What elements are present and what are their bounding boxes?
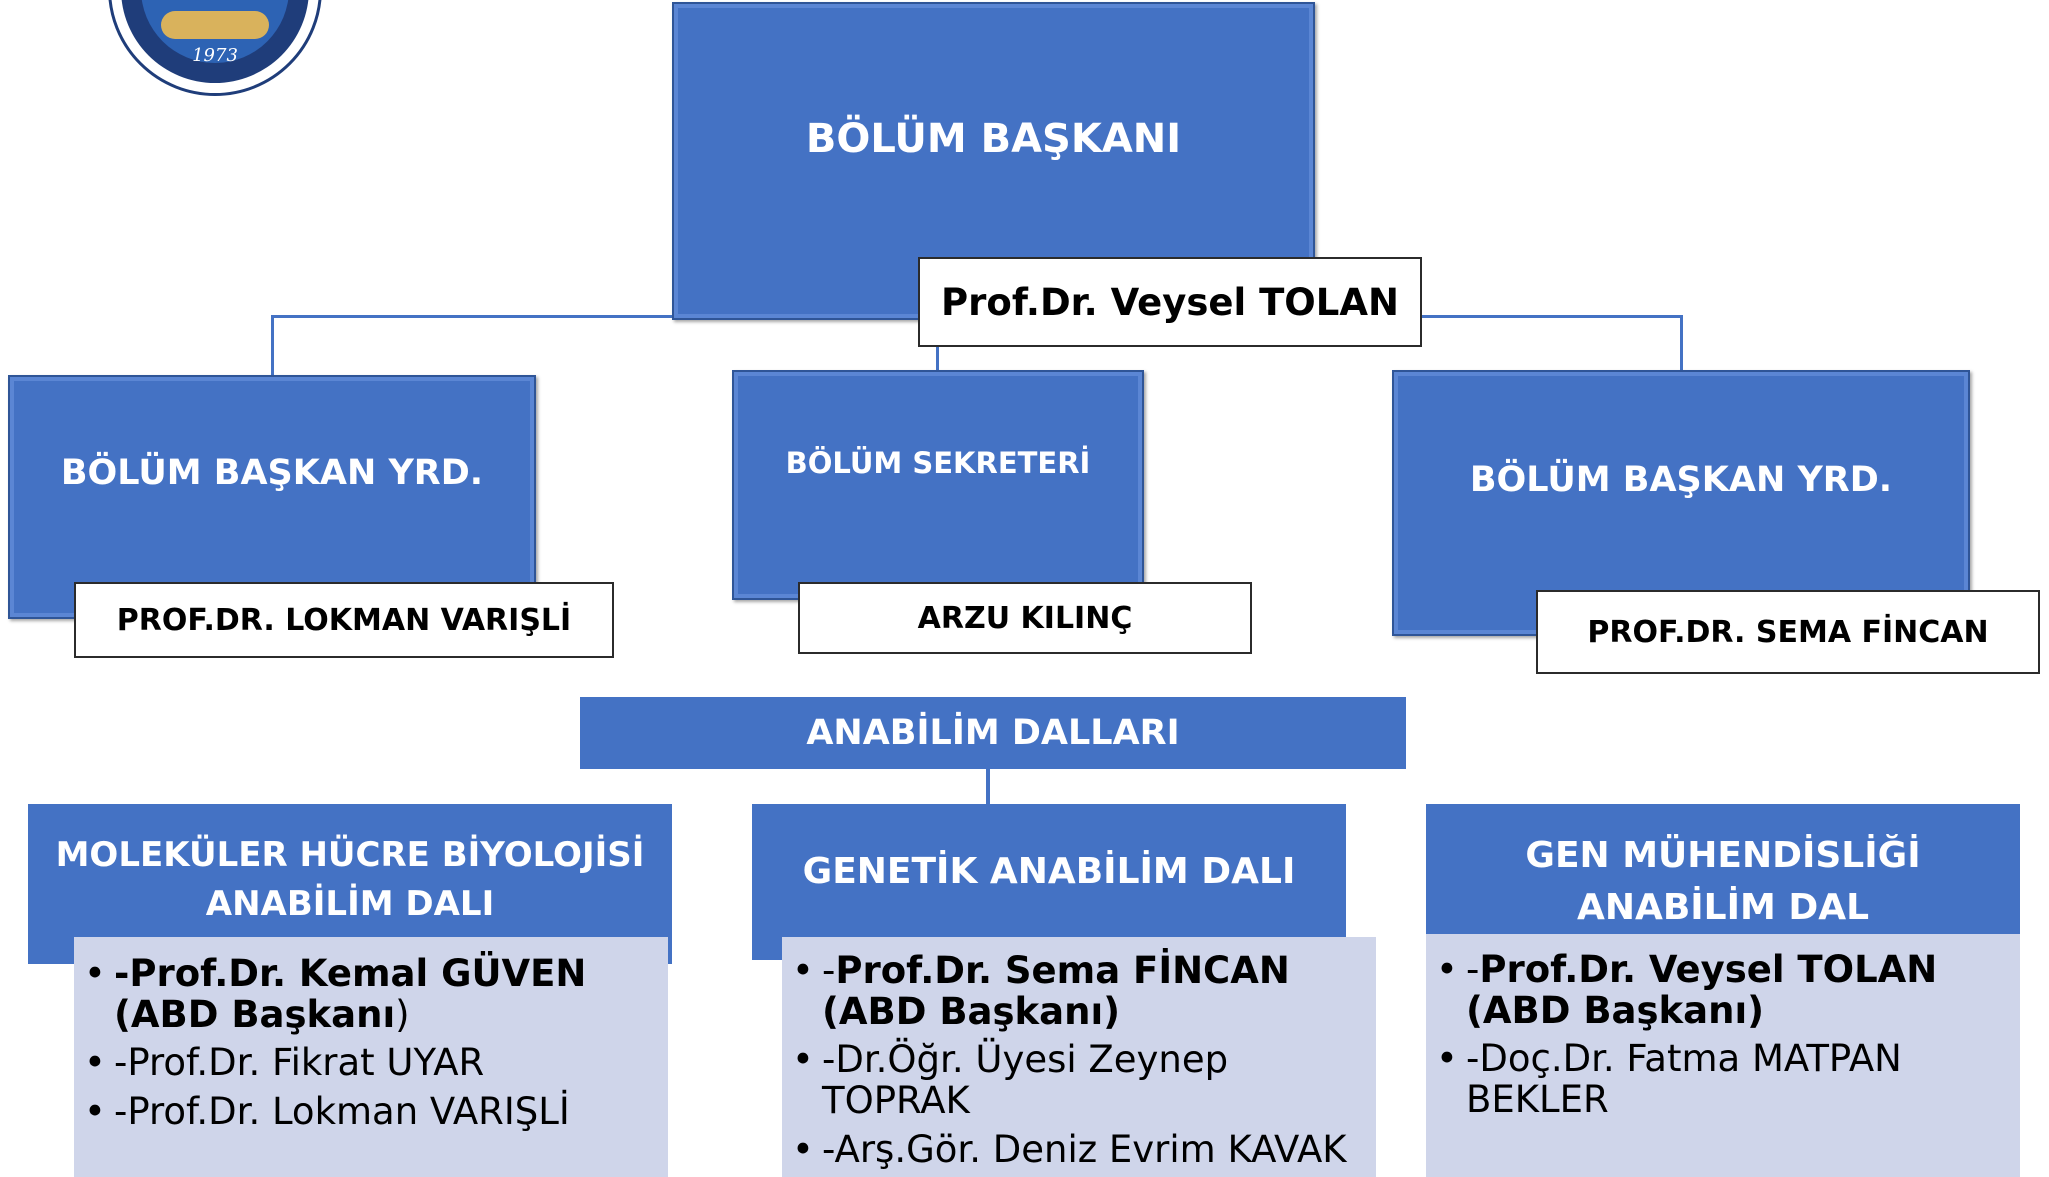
department-member-1-2: -Prof.Dr. Lokman VARIŞLİ [74,1091,668,1133]
left-deputy-title-box: BÖLÜM BAŞKAN YRD. [8,375,536,619]
department-chair-name-3: Prof.Dr. Veysel TOLAN [1479,948,1938,991]
department-chair-role-2: (ABD Başkanı) [822,989,1121,1033]
department-chair-1: -Prof.Dr. Kemal GÜVEN (ABD Başkanı) [74,952,668,1036]
department-member-3-1: -Doç.Dr. Fatma MATPAN BEKLER [1426,1039,1906,1120]
logo-scroll-ornament [161,11,269,39]
right-deputy-title: BÖLÜM BAŞKAN YRD. [1469,460,1893,500]
department-title-1-line2: ANABİLİM DALI [205,884,495,924]
department-members-panel-3: -Prof.Dr. Veysel TOLAN (ABD Başkanı) -Do… [1426,934,2020,1177]
right-deputy-name-box: PROF.DR. SEMA FİNCAN [1536,590,2040,674]
department-chair-prefix-2: - [822,949,836,992]
department-chair-3: -Prof.Dr. Veysel TOLAN (ABD Başkanı) [1426,948,2020,1032]
department-chair-role-1: (ABD Başkanı [114,992,396,1036]
head-name-box: Prof.Dr. Veysel TOLAN [918,257,1422,347]
logo-year: 1973 [192,45,238,66]
department-members-list-3: -Prof.Dr. Veysel TOLAN (ABD Başkanı) -Do… [1426,948,2020,1121]
departments-header: ANABİLİM DALLARI [580,697,1406,769]
left-deputy-name: PROF.DR. LOKMAN VARIŞLİ [116,602,572,638]
department-members-panel-2: -Prof.Dr. Sema FİNCAN (ABD Başkanı) -Dr.… [782,937,1376,1177]
department-title-box-2: GENETİK ANABİLİM DALI [752,804,1346,960]
department-chair-prefix-3: - [1466,948,1480,991]
department-member-3-1-text: -Doç.Dr. Fatma MATPAN BEKLER [1466,1037,1902,1122]
department-chair-2: -Prof.Dr. Sema FİNCAN (ABD Başkanı) [782,949,1376,1033]
secretary-name-box: ARZU KILINÇ [798,582,1252,654]
department-chair-name-1: -Prof.Dr. Kemal GÜVEN [114,952,587,995]
connector-right [1680,315,1683,370]
department-member-2-2: -Arş.Gör. Deniz Evrim KAVAK [782,1129,1376,1171]
department-chair-role-tail-1: ) [395,992,410,1036]
department-title-3-line1: GEN MÜHENDİSLİĞİ [1525,834,1921,876]
department-member-1-1: -Prof.Dr. Fikrat UYAR [74,1043,668,1084]
secretary-title-box: BÖLÜM SEKRETERİ [732,370,1144,600]
departments-header-text: ANABİLİM DALLARI [806,712,1180,753]
department-title-3-line2: ANABİLİM DAL [1576,887,1870,928]
department-title-2: GENETİK ANABİLİM DALI [802,850,1296,892]
department-title-1-line1: MOLEKÜLER HÜCRE BİYOLOJİSİ [55,834,645,875]
department-members-list-1: -Prof.Dr. Kemal GÜVEN (ABD Başkanı) -Pro… [74,952,668,1133]
left-deputy-title: BÖLÜM BAŞKAN YRD. [60,453,484,493]
connector-departments [986,768,990,804]
department-member-2-1: -Dr.Öğr. Üyesi Zeynep TOPRAK [782,1039,1376,1121]
connector-left [271,315,274,375]
head-name: Prof.Dr. Veysel TOLAN [941,280,1399,324]
secretary-title: BÖLÜM SEKRETERİ [785,446,1091,480]
department-members-panel-1: -Prof.Dr. Kemal GÜVEN (ABD Başkanı) -Pro… [74,937,668,1177]
right-deputy-name: PROF.DR. SEMA FİNCAN [1587,614,1989,650]
department-chair-name-2: Prof.Dr. Sema FİNCAN [835,949,1290,992]
secretary-name: ARZU KILINÇ [917,600,1133,636]
department-members-list-2: -Prof.Dr. Sema FİNCAN (ABD Başkanı) -Dr.… [782,949,1376,1171]
left-deputy-name-box: PROF.DR. LOKMAN VARIŞLİ [74,582,614,658]
department-chair-role-3: (ABD Başkanı) [1466,988,1765,1032]
department-title-box-3: GEN MÜHENDİSLİĞİ ANABİLİM DAL [1426,804,2020,936]
head-title: BÖLÜM BAŞKANI [805,116,1182,162]
university-logo: 1973 [108,0,322,96]
